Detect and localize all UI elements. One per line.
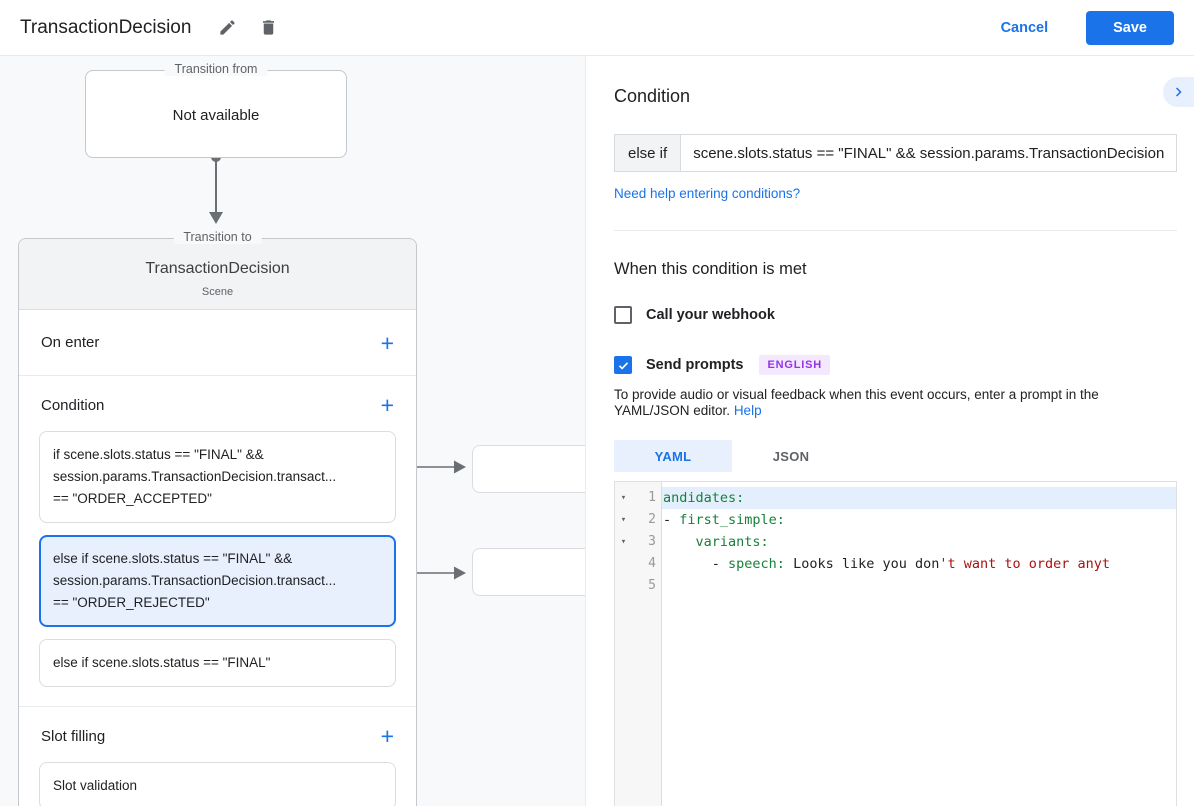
editor-code-area[interactable]: andidates: - first_simple: variants: - s… bbox=[662, 482, 1176, 806]
condition-card-final[interactable]: else if scene.slots.status == "FINAL" bbox=[39, 639, 396, 687]
pencil-icon bbox=[220, 20, 236, 35]
transition-to-box: Transition to TransactionDecision Scene … bbox=[18, 230, 417, 806]
tab-yaml[interactable]: YAML bbox=[614, 440, 732, 472]
slot-filling-label: Slot filling bbox=[41, 727, 106, 745]
trash-icon bbox=[263, 20, 275, 35]
condition-editor-panel: Condition else if Need help entering con… bbox=[585, 56, 1194, 806]
section-divider bbox=[614, 230, 1177, 231]
add-condition-button[interactable]: + bbox=[380, 392, 394, 418]
language-badge: ENGLISH bbox=[759, 355, 830, 375]
collapse-panel-button[interactable] bbox=[1163, 77, 1194, 107]
call-webhook-checkbox[interactable] bbox=[614, 306, 632, 324]
delete-scene-button[interactable] bbox=[256, 15, 281, 40]
editor-format-tabs: YAML JSON bbox=[614, 440, 1177, 472]
condition-operator-chip: else if bbox=[614, 134, 682, 172]
editor-gutter: ▾ 1 ▾ 2 ▾ 3 4 5 bbox=[615, 482, 662, 806]
condition-card-rejected-selected[interactable]: else if scene.slots.status == "FINAL" &&… bbox=[39, 535, 396, 627]
chevron-right-icon bbox=[1175, 87, 1182, 97]
code-line-1: andidates: bbox=[662, 487, 1176, 509]
add-slot-button[interactable]: + bbox=[380, 723, 394, 749]
cancel-button[interactable]: Cancel bbox=[1000, 19, 1049, 36]
condition-section: Condition + if scene.slots.status == "FI… bbox=[19, 376, 416, 707]
condition-help-link[interactable]: Need help entering conditions? bbox=[614, 186, 801, 201]
code-line-3: variants: bbox=[695, 534, 769, 550]
condition-heading: Condition bbox=[614, 86, 691, 106]
send-prompts-row: Send prompts ENGLISH bbox=[614, 355, 1177, 375]
when-met-heading: When this condition is met bbox=[614, 260, 807, 278]
yaml-code-editor[interactable]: ▾ 1 ▾ 2 ▾ 3 4 5 andidates: - first_simple: … bbox=[614, 481, 1177, 806]
line-number: 4 bbox=[648, 556, 656, 571]
top-bar: TransactionDecision Cancel Save bbox=[0, 0, 1194, 56]
checkmark-icon bbox=[618, 361, 628, 370]
fold-arrow-icon[interactable]: ▾ bbox=[620, 515, 627, 525]
transition-target-box-2[interactable] bbox=[472, 548, 585, 596]
send-prompts-checkbox[interactable] bbox=[614, 356, 632, 374]
code-line-4: - speech: Looks like you don't want to o… bbox=[663, 556, 1111, 572]
scene-header[interactable]: TransactionDecision Scene bbox=[19, 239, 416, 310]
fold-arrow-icon[interactable]: ▾ bbox=[620, 537, 627, 547]
on-enter-section: On enter + bbox=[19, 310, 416, 376]
transition-from-legend: Transition from bbox=[164, 62, 268, 76]
transition-from-box: Transition from Not available bbox=[85, 62, 347, 158]
code-line-2: - first_simple: bbox=[663, 512, 785, 528]
slot-filling-section: Slot filling + Slot validation bbox=[19, 707, 416, 806]
prompt-description: To provide audio or visual feedback when… bbox=[614, 387, 1099, 418]
line-number: 5 bbox=[648, 578, 656, 593]
transition-to-legend: Transition to bbox=[173, 230, 262, 244]
line-number: 3 bbox=[648, 534, 656, 549]
scene-graph-canvas: Transition from Not available Transition… bbox=[0, 56, 585, 806]
scene-type: Scene bbox=[201, 286, 234, 298]
page-title: TransactionDecision bbox=[20, 16, 192, 38]
condition-expression-input[interactable] bbox=[681, 134, 1177, 172]
line-number: 1 bbox=[648, 490, 656, 505]
line-number: 2 bbox=[648, 512, 656, 527]
save-button[interactable]: Save bbox=[1086, 10, 1174, 45]
scene-name: TransactionDecision bbox=[145, 260, 290, 277]
transition-from-value: Not available bbox=[172, 107, 260, 124]
condition-card-accepted[interactable]: if scene.slots.status == "FINAL" && sess… bbox=[39, 431, 396, 523]
tab-json[interactable]: JSON bbox=[772, 448, 810, 464]
call-webhook-label: Call your webhook bbox=[646, 307, 775, 323]
add-on-enter-button[interactable]: + bbox=[380, 329, 394, 356]
transition-target-box-1[interactable] bbox=[472, 445, 585, 493]
send-prompts-label: Send prompts bbox=[646, 357, 744, 373]
slot-validation-card[interactable]: Slot validation bbox=[39, 762, 396, 806]
condition-section-label: Condition bbox=[41, 396, 105, 414]
fold-arrow-icon[interactable]: ▾ bbox=[620, 493, 627, 503]
prompt-help-link[interactable]: Help bbox=[733, 403, 762, 418]
code-line-5 bbox=[662, 575, 1176, 597]
webhook-row: Call your webhook bbox=[614, 306, 1177, 324]
on-enter-label: On enter bbox=[41, 334, 100, 351]
edit-scene-button[interactable] bbox=[215, 15, 240, 40]
